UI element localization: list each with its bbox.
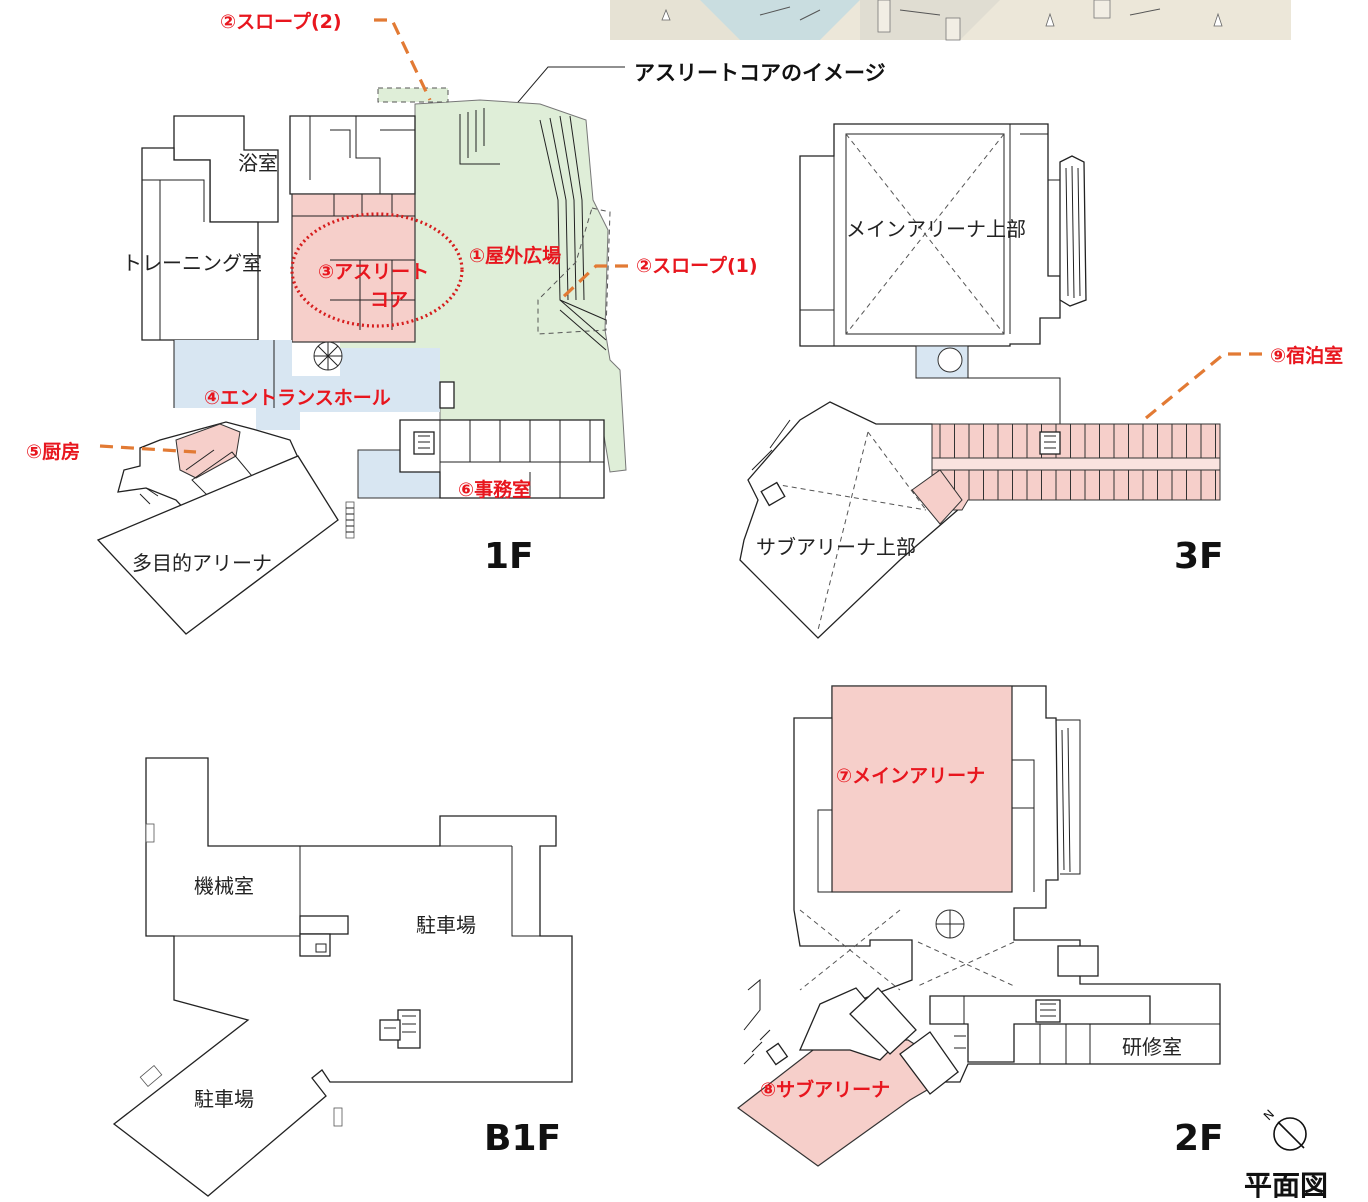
room-machine: 機械室 <box>194 874 254 898</box>
room-main-arena-upper: メインアリーナ上部 <box>846 217 1026 241</box>
room-multipurpose-arena: 多目的アリーナ <box>132 551 272 575</box>
plan-title: 平面図 <box>1244 1169 1328 1202</box>
callout-outdoor-plaza: ①屋外広場 <box>469 244 561 267</box>
floor-label-3f: 3F <box>1174 536 1224 577</box>
callout-kitchen: ⑤厨房 <box>26 440 80 463</box>
room-training: トレーニング室 <box>122 251 262 275</box>
room-sub-arena-upper: サブアリーナ上部 <box>756 535 916 559</box>
floor-2f: 研修室 ⑦メインアリーナ ⑧サブアリーナ 2F <box>736 685 1224 1167</box>
athlete-core-note: アスリートコアのイメージ <box>436 61 886 198</box>
floor-1f: 浴室 トレーニング室 多目的アリーナ 1F ①屋外広場 ③アスリート コア ④エ… <box>26 10 758 635</box>
floor-label-b1f: B1F <box>484 1118 561 1159</box>
compass-north-label: N <box>1261 1107 1277 1123</box>
room-parking-1: 駐車場 <box>416 913 476 937</box>
floor-3f: メインアリーナ上部 サブアリーナ上部 3F ⑨宿泊室 <box>739 123 1343 639</box>
callout-slope-2: ②スロープ(2) <box>220 10 342 33</box>
callout-office: ⑥事務室 <box>458 478 531 501</box>
b1f-core <box>379 1009 421 1049</box>
callout-lodging-room: ⑨宿泊室 <box>1270 344 1343 367</box>
callout-entrance-hall: ④エントランスホール <box>204 387 391 409</box>
athlete-core-illustration <box>610 0 1291 41</box>
room-training-2f: 研修室 <box>1122 1035 1182 1059</box>
floor-label-1f: 1F <box>484 536 534 577</box>
room-bath: 浴室 <box>238 151 278 175</box>
callout-slope-1: ②スロープ(1) <box>636 254 758 277</box>
callout-athlete-core-line2: コア <box>370 289 408 311</box>
floor-label-2f: 2F <box>1174 1118 1224 1159</box>
compass-icon: N <box>1261 1107 1307 1151</box>
callout-athlete-core-line1: ③アスリート <box>318 261 429 283</box>
seating-steps <box>459 108 607 351</box>
athlete-core-note-text: アスリートコアのイメージ <box>634 61 886 85</box>
callout-main-arena: ⑦メインアリーナ <box>836 765 985 787</box>
callout-sub-arena: ⑧サブアリーナ <box>760 1078 890 1101</box>
floor-b1f: 機械室 駐車場 駐車場 B1F <box>112 757 573 1197</box>
room-parking-2: 駐車場 <box>194 1087 254 1111</box>
